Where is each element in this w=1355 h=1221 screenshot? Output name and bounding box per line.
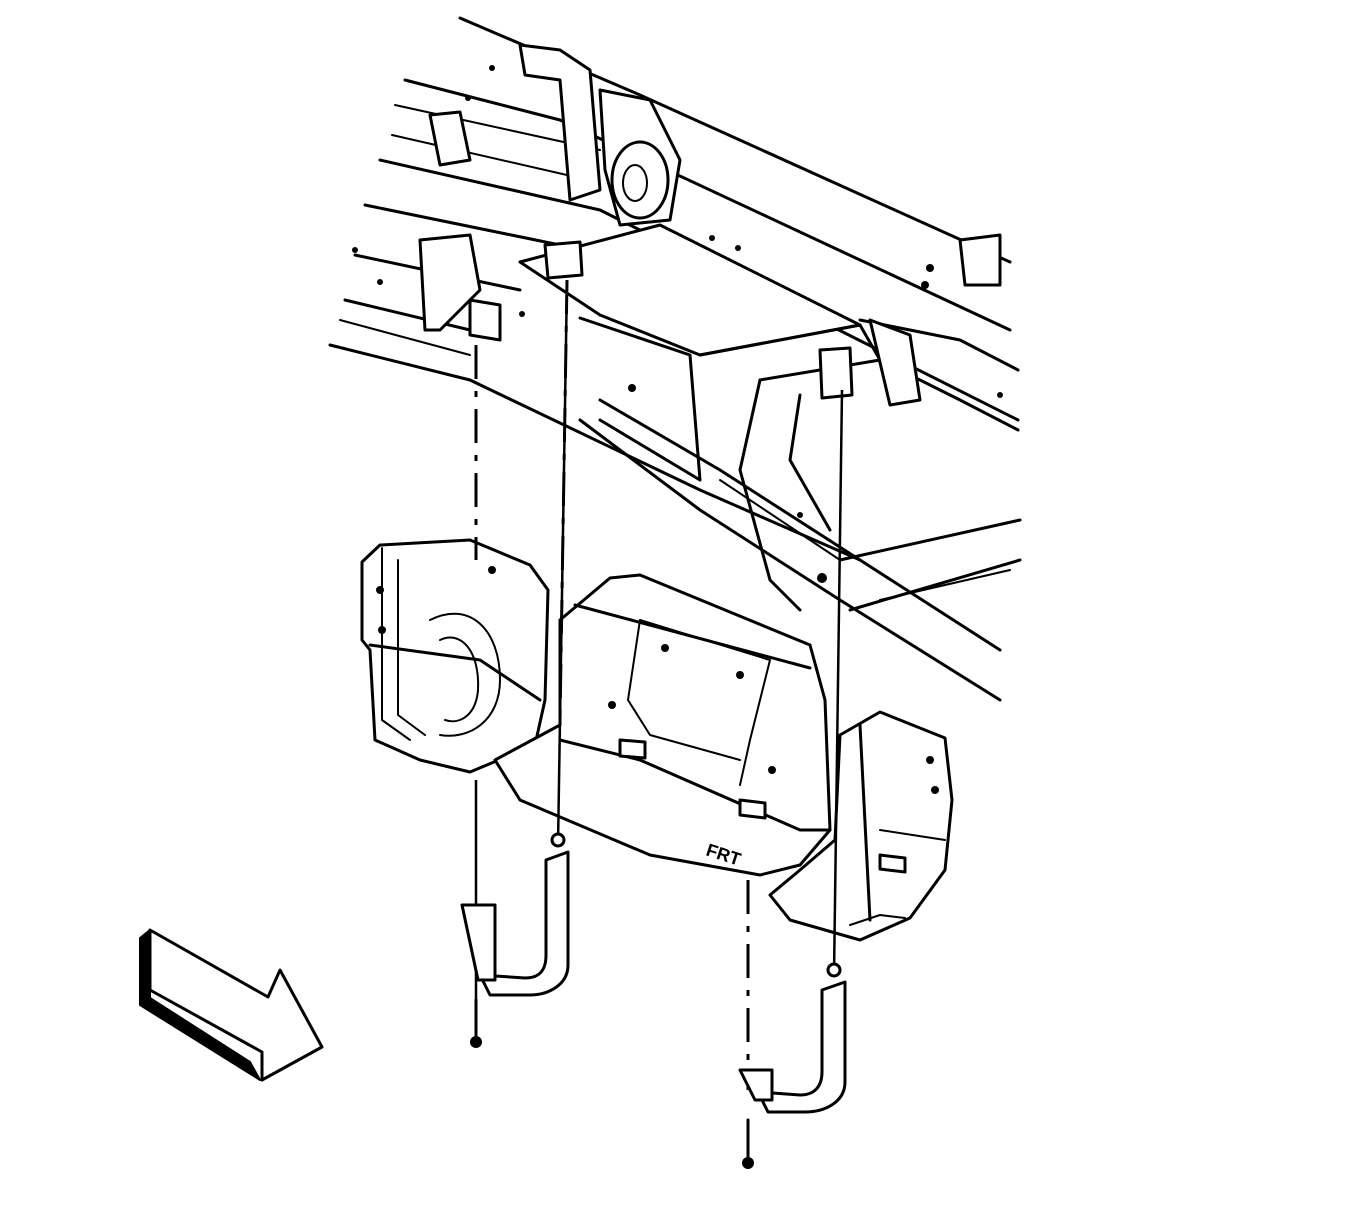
fuel-tank: FRT bbox=[360, 538, 954, 942]
vehicle-frame bbox=[328, 16, 1022, 702]
strap-bolt-left bbox=[470, 998, 482, 1048]
strap-bolt-right bbox=[742, 1118, 754, 1169]
front-direction-arrow-icon bbox=[139, 928, 324, 1082]
fuel-tank-strap-right bbox=[738, 962, 847, 1114]
alignment-lines bbox=[474, 279, 844, 1090]
fuel-tank-strap-left bbox=[460, 832, 570, 997]
